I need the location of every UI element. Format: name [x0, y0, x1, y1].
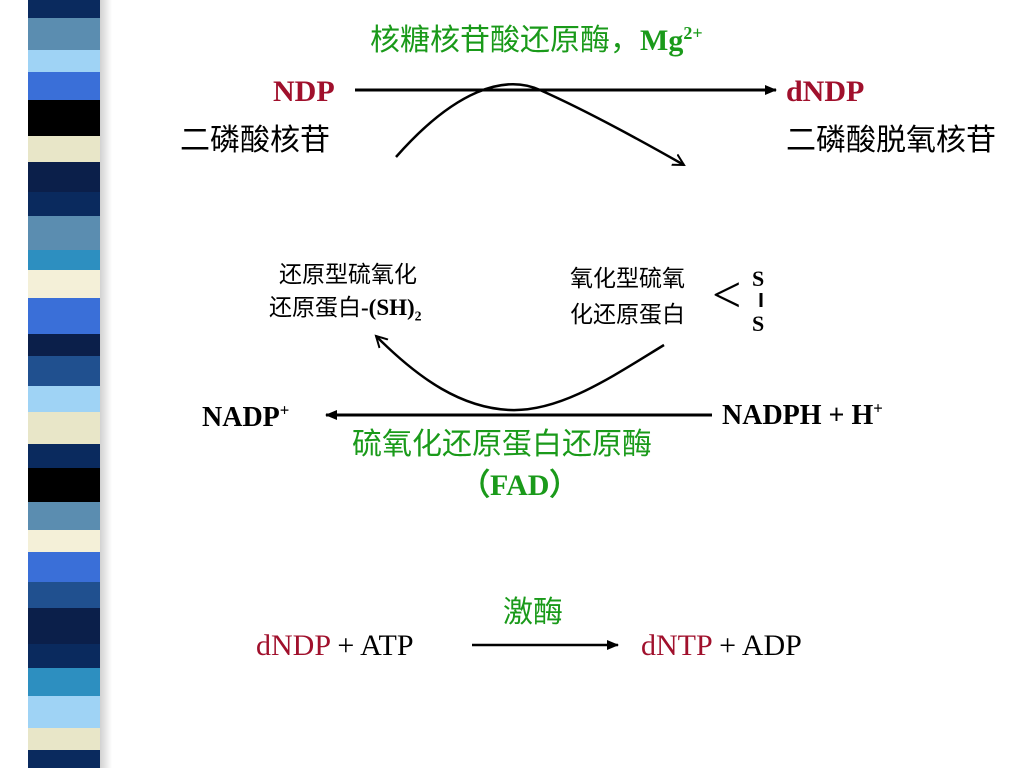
- stripe-band: [28, 270, 100, 298]
- kinase-label: 激酶: [503, 595, 563, 630]
- stripe-shadow: [100, 0, 112, 768]
- reduced-thioredoxin-line1: 还原型硫氧化: [279, 262, 417, 288]
- reduced-thioredoxin-line2: 还原蛋白-(SH)2: [269, 295, 422, 324]
- stripe-band: [28, 412, 100, 444]
- stripe-band: [28, 552, 100, 582]
- stripe-band: [28, 0, 100, 18]
- stripe-band: [28, 298, 100, 334]
- atp-reactant: + ATP: [329, 629, 414, 662]
- decorative-stripe: [28, 0, 100, 768]
- sulfur-bottom-label: S: [752, 311, 765, 336]
- thioredoxin-reductase-label: 硫氧化还原蛋白还原酶: [352, 427, 652, 462]
- stripe-band: [28, 50, 100, 72]
- stripe-band: [28, 668, 100, 696]
- stripe-band: [28, 502, 100, 530]
- stripe-band: [28, 696, 100, 728]
- dndp-chinese-name: 二磷酸脱氧核苷: [786, 123, 996, 158]
- disulfide-bracket: <: [712, 267, 742, 324]
- adp-product: + ADP: [711, 629, 802, 662]
- ndp-label: NDP: [273, 75, 335, 108]
- stripe-band: [28, 216, 100, 250]
- fad-cofactor-label: （FAD）: [460, 469, 580, 502]
- thioredoxin-oxidation-curve: [395, 83, 684, 167]
- dndp-atp-reactants: dNDP + ATP: [256, 631, 414, 661]
- stripe-band: [28, 608, 100, 644]
- stripe-band: [28, 192, 100, 216]
- thioredoxin-reduction-curve: [376, 336, 665, 412]
- stripe-band: [28, 530, 100, 552]
- stripe-band: [28, 728, 100, 750]
- stripe-band: [28, 18, 100, 50]
- nadp-label: NADP+: [202, 400, 290, 433]
- stripe-band: [28, 334, 100, 356]
- stripe-band: [28, 444, 100, 468]
- stripe-band: [28, 356, 100, 386]
- stripe-band: [28, 250, 100, 270]
- stripe-band: [28, 136, 100, 162]
- oxidized-thioredoxin-line2: 化还原蛋白: [570, 302, 685, 328]
- dndp-label: dNDP: [786, 75, 865, 108]
- stripe-band: [28, 162, 100, 192]
- sulfur-top-label: S: [752, 266, 765, 291]
- ribonucleotide-reductase-label: 核糖核苷酸还原酶，Mg2+: [370, 23, 703, 58]
- dntp-product: dNTP: [641, 629, 712, 662]
- stripe-band: [28, 582, 100, 608]
- dntp-adp-products: dNTP + ADP: [641, 631, 802, 661]
- nadph-label: NADPH + H+: [722, 398, 883, 431]
- stripe-band: [28, 386, 100, 412]
- oxidized-thioredoxin-line1: 氧化型硫氧: [570, 266, 685, 292]
- dndp-reactant: dNDP: [256, 629, 330, 662]
- stripe-band: [28, 750, 100, 768]
- stripe-band: [28, 468, 100, 502]
- stripe-band: [28, 100, 100, 136]
- stripe-band: [28, 644, 100, 668]
- ndp-chinese-name: 二磷酸核苷: [180, 123, 330, 158]
- stripe-band: [28, 72, 100, 100]
